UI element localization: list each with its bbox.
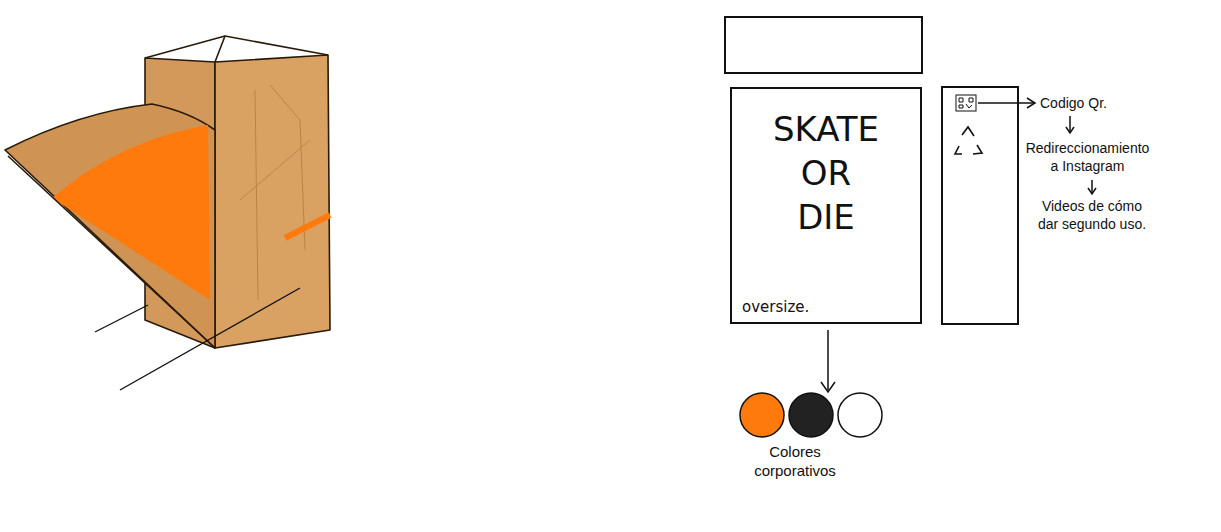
arrow-head <box>1066 127 1074 133</box>
leader-line <box>978 102 1034 104</box>
recycle-arrow <box>962 127 974 136</box>
annotation-note: Videos de cómo dar segundo uso. <box>1032 198 1152 233</box>
palette-caption: Colores corporativos <box>745 443 845 481</box>
color-swatch <box>789 393 833 437</box>
bag-top-edge <box>145 36 328 58</box>
qr-icon <box>956 95 976 111</box>
annotation-note: Redireccionamiento a Instagram <box>1020 140 1155 175</box>
qr-pattern <box>959 98 973 108</box>
top-panel <box>725 17 922 73</box>
leader-line <box>827 330 829 390</box>
recycle-arrow <box>973 145 982 154</box>
size-note: oversize. <box>742 298 809 316</box>
side-panel <box>942 87 1018 324</box>
ground-line <box>95 305 148 332</box>
bag-fold <box>215 36 225 62</box>
bag-flap <box>5 104 215 348</box>
bag-sketch-lines <box>240 85 310 300</box>
qr-frame <box>956 95 976 111</box>
recycle-arrow <box>955 146 962 154</box>
bag-flap-inner <box>52 125 210 300</box>
arrow-head <box>821 382 835 392</box>
color-swatch <box>740 393 784 437</box>
bag-orange-stroke <box>285 215 330 238</box>
arrow-head <box>1088 188 1096 194</box>
bag-flap-edge <box>8 156 215 348</box>
color-swatch <box>838 393 882 437</box>
recycle-symbol <box>955 127 982 154</box>
bag-illustration <box>5 36 330 348</box>
arrow-head <box>1027 98 1035 108</box>
panel-box: SKATE OR DIE oversize. <box>730 87 922 324</box>
leader-line <box>1091 180 1093 193</box>
leader-line <box>1069 116 1071 132</box>
ground-line <box>120 288 300 390</box>
annotation-note: Codigo Qr. <box>1040 95 1130 113</box>
brand-slogan: SKATE OR DIE <box>773 107 879 240</box>
